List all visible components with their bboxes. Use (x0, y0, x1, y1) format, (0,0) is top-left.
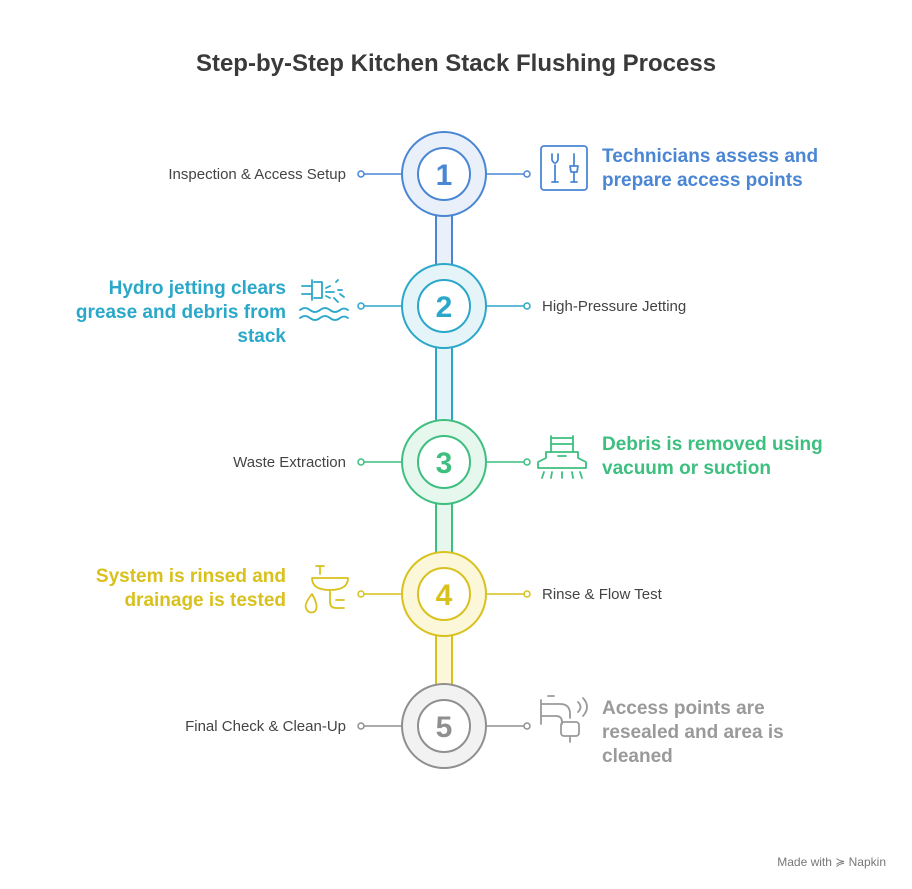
connector-2-3 (435, 345, 453, 423)
step-5-label: Final Check & Clean-Up (185, 718, 346, 735)
connector-3-4 (435, 501, 453, 555)
step-2-number: 2 (436, 291, 453, 324)
step-4-number: 4 (436, 579, 453, 612)
step-1-label: Inspection & Access Setup (168, 166, 346, 183)
step-1-inner-circle (417, 147, 471, 201)
water-jet-icon (299, 279, 349, 321)
step-4-label: Rinse & Flow Test (542, 586, 662, 603)
step-3-inner-circle (417, 435, 471, 489)
step-1-description: Technicians assess and prepare access po… (602, 146, 819, 191)
step-5-number: 5 (436, 711, 453, 744)
step-2: 2 (357, 263, 531, 349)
step-3-number: 3 (436, 447, 453, 480)
step-2-inner-circle (417, 279, 471, 333)
connector-1-2 (435, 214, 453, 268)
made-with-napkin-credit: Made with ≽ Napkin (777, 855, 886, 869)
step-4: 4 (357, 551, 531, 637)
step-4-inner-circle (417, 567, 471, 621)
step-5: 5 (357, 683, 531, 769)
step-3: 3 (357, 419, 531, 505)
step-3-description: Debris is removed using vacuum or suctio… (602, 434, 823, 479)
step-5-description: Access points are resealed and area is c… (602, 698, 784, 767)
sink-icon (304, 565, 349, 614)
vacuum-icon (537, 435, 587, 479)
step-4-description: System is rinsed and drainage is tested (95, 566, 286, 611)
step-2-description: Hydro jetting clears grease and debris f… (75, 278, 286, 347)
page-title: Step-by-Step Kitchen Stack Flushing Proc… (195, 50, 717, 77)
connector-4-5 (435, 633, 453, 687)
step-2-label: High-Pressure Jetting (542, 298, 687, 315)
step-1-number: 1 (436, 159, 453, 192)
step-3-label: Waste Extraction (233, 454, 346, 471)
faucet-icon (540, 695, 588, 743)
step-5-inner-circle (417, 699, 471, 753)
tools-icon (540, 145, 588, 191)
step-1: 1 (357, 131, 531, 217)
